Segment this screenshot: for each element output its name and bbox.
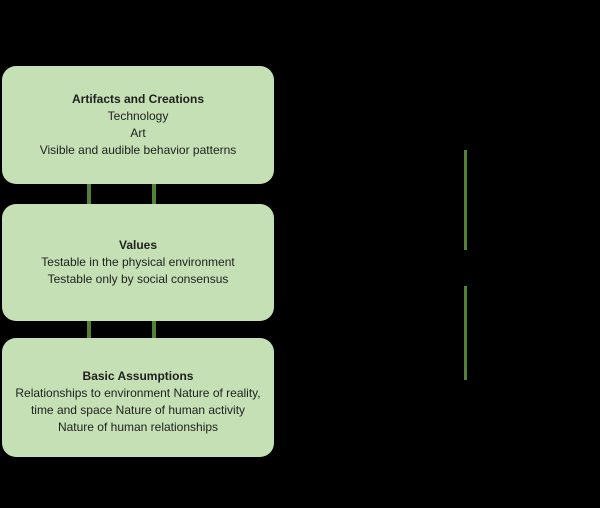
basic-assumptions-box-body: Relationships to environment Nature of r… [15,385,261,434]
values-box-line-physical-environment: Testable in the physical environment [41,255,235,269]
artifacts-box-title: Artifacts and Creations [71,92,205,106]
basic-assumptions-box: Basic Assumptions Relationships to envir… [2,338,274,457]
basic-assumptions-box-title: Basic Assumptions [82,368,194,383]
values-box: Values Testable in the physical environm… [2,204,274,321]
artifacts-box-line-visible-behavior: Visible and audible behavior patterns [39,143,237,157]
connector-box2-box3-left [87,321,91,338]
values-box-line-social-consensus: Testable only by social consensus [47,272,229,286]
right-indicator-line-lower [464,286,467,380]
artifacts-box-line-technology: Technology [107,109,169,123]
connector-box2-box3-right [152,321,156,338]
connector-box1-box2-left [87,184,91,204]
artifacts-and-creations-box: Artifacts and Creations Technology Art V… [2,66,274,184]
right-indicator-line-upper [464,150,467,250]
artifacts-box-line-art: Art [130,126,146,140]
values-box-title: Values [118,238,158,252]
connector-box1-box2-right [152,184,156,204]
